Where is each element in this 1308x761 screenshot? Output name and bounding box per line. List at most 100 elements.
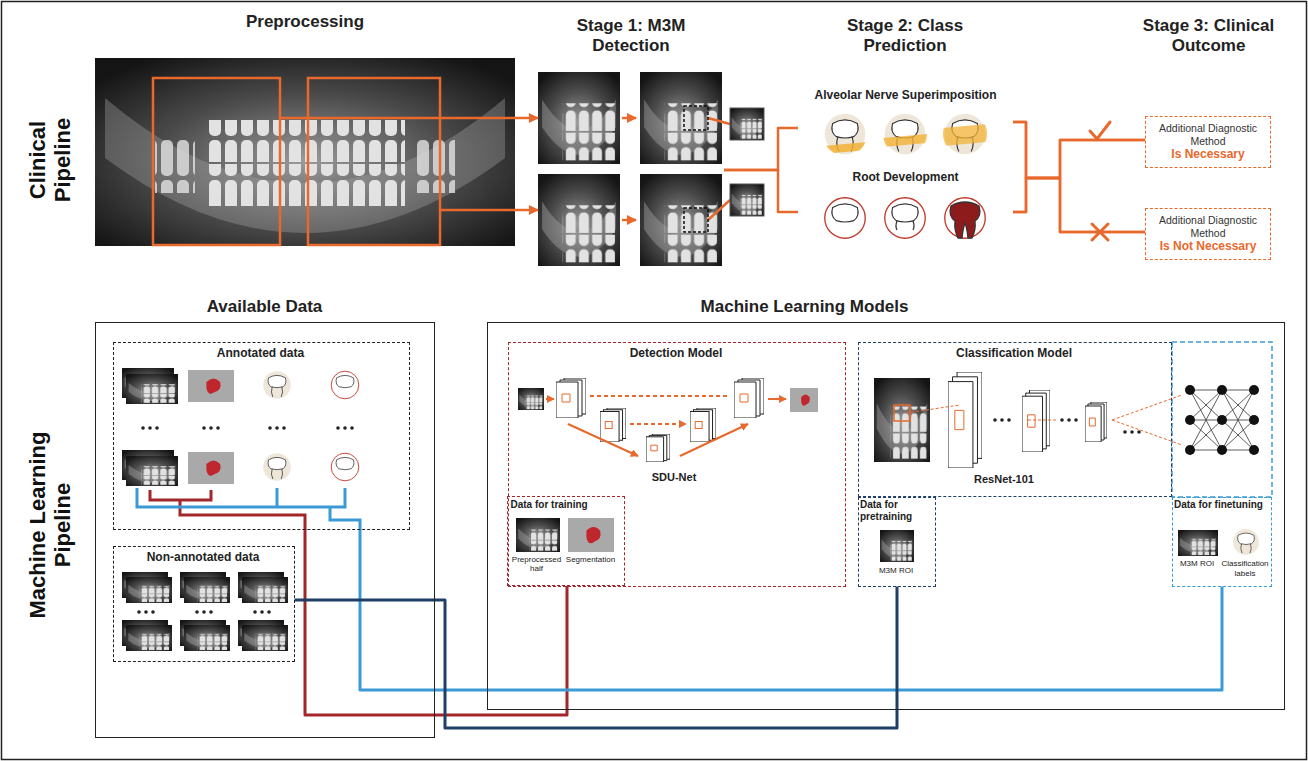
half-xray <box>538 174 620 266</box>
cnn-drawing <box>874 372 1182 468</box>
finetune-head <box>1185 415 1195 425</box>
ellipsis-dots <box>282 426 286 430</box>
ellipsis-dots <box>336 426 340 430</box>
cnn-drawing <box>1022 390 1050 452</box>
step-arrow <box>622 219 636 222</box>
finetune-head <box>1249 415 1259 425</box>
molar-box <box>684 106 708 232</box>
crop-box <box>153 78 280 245</box>
ellipsis-dots <box>268 426 272 430</box>
annotated-thumbnail <box>126 456 178 486</box>
data-bracket <box>137 488 360 530</box>
nerve-icon <box>823 142 867 154</box>
outcome-box: Additional Diagnostic MethodIs Necessary <box>1145 116 1271 168</box>
molar-crop <box>730 108 764 140</box>
cnn-drawing <box>948 372 982 468</box>
connector <box>1013 178 1145 232</box>
molar-box <box>684 106 708 130</box>
unet-drawing <box>518 388 544 410</box>
finetune-head <box>1217 415 1227 425</box>
ellipsis-dots <box>209 610 213 614</box>
unet-drawing <box>734 378 764 418</box>
data-thumbnail <box>1178 530 1218 556</box>
unet-arrow <box>546 396 786 456</box>
unannotated-thumbnail <box>126 625 172 651</box>
network-name: ResNet-101 <box>949 473 1059 486</box>
unet-drawing <box>600 408 626 442</box>
nerve-icon <box>883 134 927 147</box>
data-thumbnail <box>516 518 1259 562</box>
cnn-drawing <box>993 418 997 422</box>
box-heading: Data for training <box>511 499 621 511</box>
thumbnail-caption: M3M ROI <box>860 566 932 576</box>
root-icon <box>950 202 980 238</box>
annotated-thumbnail <box>188 452 234 484</box>
cnn-drawing <box>1000 418 1004 422</box>
training-data-box: Data for finetuningM3M ROIClassification… <box>1172 497 1272 587</box>
stage-panel: Stage 1: M3M Detection <box>538 72 724 268</box>
thumbnail-caption: Segmentation <box>561 555 621 565</box>
unannotated-thumbnail <box>242 577 288 603</box>
finetune-head <box>1185 445 1195 455</box>
group-heading: Detection Model <box>507 346 845 360</box>
cnn-drawing <box>1137 430 1141 434</box>
annotated-thumbnail <box>331 371 359 399</box>
data-bracket <box>150 490 305 530</box>
stage-heading: Stage 1: M3M Detection <box>566 16 696 57</box>
image-panel: Preprocessing <box>95 58 515 246</box>
ellipsis-dots <box>141 426 145 430</box>
cnn-drawing <box>1067 418 1071 422</box>
unet-arrow <box>546 398 554 400</box>
nerve-icon <box>823 114 867 154</box>
unannotated-thumbnail <box>184 625 230 651</box>
stage-panel: Stage 3: Clinical OutcomeAdditional Diag… <box>1138 100 1278 270</box>
class-heading: Alveolar Nerve Superimposition <box>798 88 1013 102</box>
panel-heading: Machine Learning Models <box>640 297 970 317</box>
data-thumbnail <box>1233 529 1259 555</box>
data-thumbnail <box>880 530 914 562</box>
outcome-verdict: Is Necessary <box>1150 147 1266 161</box>
root-icon <box>885 198 925 238</box>
data-thumbnail <box>516 518 560 552</box>
annotated-thumbnail <box>122 368 359 486</box>
annotated-thumbnail <box>188 370 234 402</box>
annotated-thumbnail <box>126 374 178 404</box>
ellipsis-dots <box>209 426 213 430</box>
ellipsis-dots <box>350 426 354 430</box>
ellipsis-dots <box>137 610 141 614</box>
cnn-drawing <box>1130 430 1134 434</box>
crop-box <box>280 118 515 210</box>
cnn-drawing <box>906 395 1182 445</box>
connector <box>515 117 538 120</box>
annotated-thumbnail <box>263 371 291 399</box>
half-xray <box>538 72 620 164</box>
panoramic-xray <box>205 120 405 162</box>
training-data-box: Data for trainingPreprocessed halfSegmen… <box>507 496 625 586</box>
finetune-head <box>1249 445 1259 455</box>
nerve-icon <box>943 124 987 146</box>
molar-crop <box>730 108 764 216</box>
connector <box>1013 122 1145 178</box>
connector <box>724 128 798 170</box>
connector <box>724 170 798 212</box>
ellipsis-dots <box>260 610 264 614</box>
ellipsis-dots <box>343 426 347 430</box>
unannotated-thumbnail <box>184 577 230 603</box>
connector <box>515 209 538 212</box>
stage-heading: Stage 2: Class Prediction <box>830 16 980 57</box>
outcome-box: Additional Diagnostic MethodIs Not Neces… <box>1145 208 1271 260</box>
class-group: Root Development <box>798 168 1013 246</box>
ellipsis-dots <box>148 426 152 430</box>
connector <box>295 587 898 729</box>
panel-heading: Available Data <box>95 297 435 317</box>
crop-box <box>308 78 440 245</box>
panoramic-xray <box>415 138 455 193</box>
ellipsis-dots <box>144 610 148 614</box>
finetune-head <box>1172 342 1272 497</box>
outcome-verdict: Is Not Necessary <box>1150 239 1266 253</box>
root-icon <box>945 198 985 238</box>
ellipsis-dots <box>275 426 279 430</box>
molar-box <box>684 208 708 232</box>
nerve-icon <box>823 114 987 154</box>
